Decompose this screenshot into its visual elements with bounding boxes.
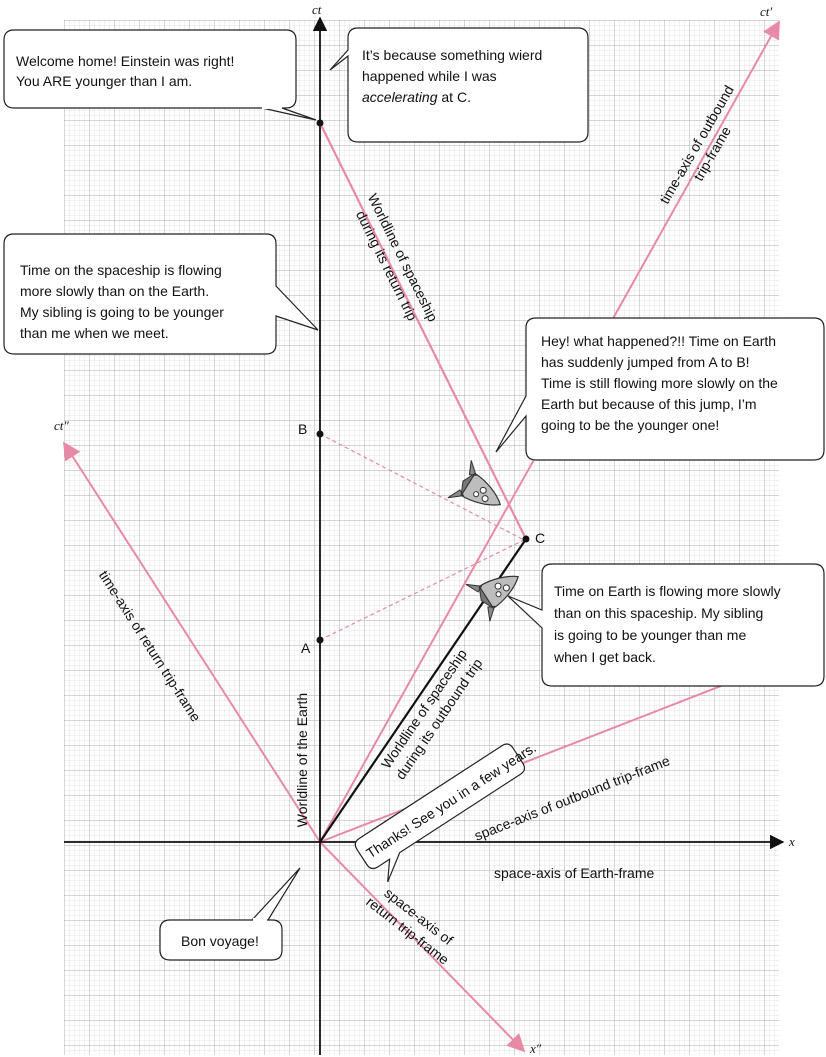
bubble-welcome-line-2: You ARE younger than I am. xyxy=(16,73,192,89)
bubble-accelerating-italic: accelerating xyxy=(362,89,438,105)
bubble-time-spaceship-line-2: more slowly than on the Earth. xyxy=(20,283,209,299)
bubble-welcome-line-1: Welcome home! Einstein was right! xyxy=(16,53,234,69)
simultaneity-line-b xyxy=(319,433,525,541)
x-axis-label: x xyxy=(788,834,795,849)
ct-prime-axis-label: ct′ xyxy=(760,4,772,19)
point-a-label: A xyxy=(301,640,311,656)
point-return-home xyxy=(316,119,324,127)
bubble-time-earth-line-4: when I get back. xyxy=(553,649,656,665)
bubble-accelerating-line-2: happened while I was xyxy=(362,68,497,84)
bubble-bon-voyage-text: Bon voyage! xyxy=(181,933,259,949)
bubble-what-happened: Hey! what happened?!! Time on Earth has … xyxy=(495,317,825,461)
bubble-time-on-spaceship: Time on the spaceship is flowing more sl… xyxy=(3,233,319,355)
point-c xyxy=(522,535,530,543)
bubble-accelerating-line-3: accelerating at C. xyxy=(362,89,471,105)
worldline-return xyxy=(319,122,527,540)
bubble-accelerating-rest: at C. xyxy=(438,89,471,105)
bubble-time-spaceship-line-4: than me when we meet. xyxy=(20,325,169,341)
bubble-time-on-earth: Time on Earth is flowing more slowly tha… xyxy=(507,563,825,687)
point-b xyxy=(316,430,324,438)
bubble-what-happened-line-1: Hey! what happened?!! Time on Earth xyxy=(541,333,776,349)
bubble-accelerating-line-1: It’s because something wierd xyxy=(362,47,542,63)
grid-major xyxy=(64,20,779,1055)
svg-text:Worldline of the Earth: Worldline of the Earth xyxy=(294,693,310,827)
bubble-what-happened-line-2: has suddenly jumped from A to B! xyxy=(541,354,750,370)
ct-dprime-axis-label: ct″ xyxy=(54,418,69,433)
bubble-time-earth-line-2: than on this spaceship. My sibling xyxy=(554,605,763,621)
bubble-what-happened-line-4: Earth but because of this jump, I’m xyxy=(541,396,757,412)
bubble-time-earth-line-1: Time on Earth is flowing more slowly xyxy=(554,583,781,599)
ct-dprime-axis xyxy=(63,441,321,843)
bubble-time-spaceship-line-1: Time on the spaceship is flowing xyxy=(20,262,222,278)
simultaneity-line-a xyxy=(319,539,525,641)
x-dprime-axis xyxy=(319,841,526,1053)
ct-axis-label: ct xyxy=(312,2,322,17)
bubble-what-happened-line-5: going to be the younger one! xyxy=(541,417,719,433)
worldline-earth-label: Worldline of the Earth xyxy=(294,693,310,827)
space-axis-earth-label: space-axis of Earth-frame xyxy=(494,865,654,881)
bubble-welcome-home: Welcome home! Einstein was right! You AR… xyxy=(3,29,317,121)
x-dprime-axis-label: x″ xyxy=(529,1041,542,1056)
point-c-label: C xyxy=(535,530,545,546)
point-a xyxy=(316,636,324,644)
x-prime-axis xyxy=(319,660,782,843)
bubble-bon-voyage: Bon voyage! xyxy=(159,867,301,961)
bubble-what-happened-line-3: Time is still flowing more slowly on the xyxy=(541,375,778,391)
bubble-accelerating: It’s because something wierd happened wh… xyxy=(329,27,589,143)
bubble-time-spaceship-line-3: My sibling is going to be younger xyxy=(20,304,224,320)
point-b-label: B xyxy=(298,421,307,437)
bubble-time-earth-line-3: is going to be younger than me xyxy=(554,627,746,643)
